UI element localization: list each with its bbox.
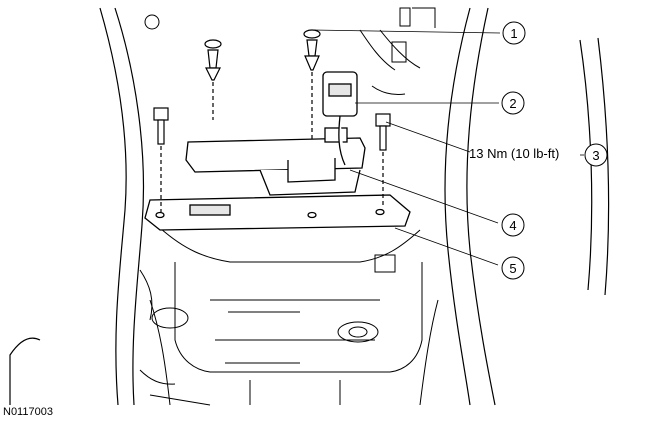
- callout-3-number: 3: [592, 148, 599, 163]
- callout-5: 5: [501, 256, 525, 280]
- callout-4-number: 4: [509, 218, 516, 233]
- mounting-bracket: [144, 194, 411, 231]
- floor-tunnel: [149, 227, 439, 406]
- mounting-bolts: [153, 107, 391, 212]
- figure-id: N0117003: [3, 406, 53, 418]
- electrical-connector: [322, 71, 358, 166]
- upper-wiring: [139, 7, 436, 321]
- callout-4: 4: [501, 213, 525, 237]
- callout-1-number: 1: [510, 26, 517, 41]
- callout-3: 13 Nm (10 lb-ft) 3: [469, 143, 608, 167]
- push-pin-fasteners: [204, 29, 321, 140]
- callout-2: 2: [501, 91, 525, 115]
- callout-2-number: 2: [509, 96, 516, 111]
- callout-1: 1: [502, 21, 526, 45]
- control-module: [185, 127, 366, 196]
- callout-5-number: 5: [509, 261, 516, 276]
- leader-lines: [312, 29, 501, 266]
- torque-spec-label: 13 Nm (10 lb-ft): [469, 146, 559, 161]
- left-body-panel: [9, 7, 145, 406]
- lower-floor-detail: [139, 307, 379, 406]
